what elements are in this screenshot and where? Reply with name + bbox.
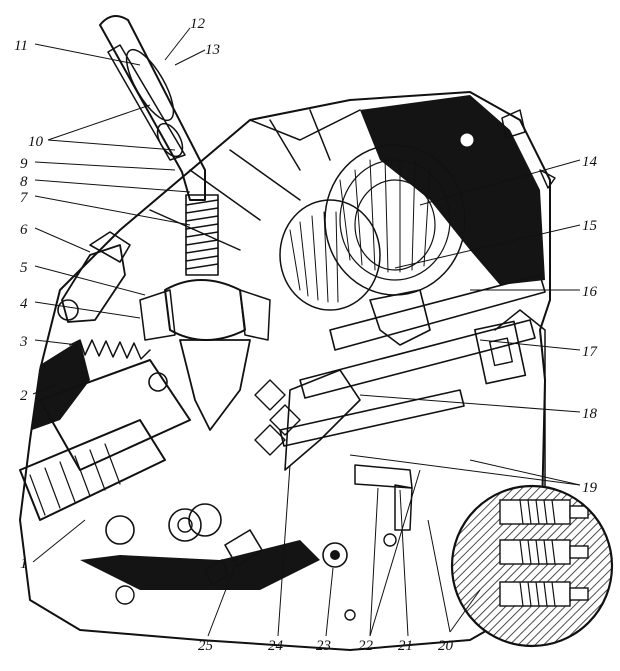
reverse-light-switch bbox=[57, 231, 131, 323]
sump-shadow bbox=[80, 540, 320, 590]
callout-23: 23 bbox=[316, 638, 331, 654]
leader-lines bbox=[32, 27, 581, 637]
callout-10: 10 bbox=[28, 134, 44, 150]
callout-20: 20 bbox=[438, 638, 454, 654]
callout-9: 9 bbox=[20, 156, 28, 172]
callout-14: 14 bbox=[582, 154, 598, 170]
shift-fork bbox=[369, 289, 431, 346]
callout-16: 16 bbox=[582, 284, 598, 300]
callout-8: 8 bbox=[20, 174, 28, 190]
housing-interior-shadow bbox=[360, 95, 545, 285]
callout-13: 13 bbox=[205, 42, 220, 58]
detent-inset-detail bbox=[450, 484, 614, 648]
callout-4: 4 bbox=[20, 296, 28, 312]
callout-1: 1 bbox=[20, 556, 28, 572]
callout-3: 3 bbox=[19, 334, 28, 350]
left-shadow bbox=[32, 340, 90, 430]
input-shaft bbox=[19, 359, 222, 545]
callout-24: 24 bbox=[268, 638, 284, 654]
callout-21: 21 bbox=[398, 638, 413, 654]
callout-25: 25 bbox=[198, 638, 214, 654]
callout-12: 12 bbox=[190, 16, 206, 32]
synchronizer-gear-assembly bbox=[279, 144, 466, 311]
callout-6: 6 bbox=[20, 222, 28, 238]
lower-detent-assembly bbox=[115, 464, 413, 621]
breather-icon bbox=[501, 109, 526, 139]
callout-17: 17 bbox=[582, 344, 599, 360]
shift-fork-lower bbox=[284, 369, 361, 471]
callout-18: 18 bbox=[582, 406, 598, 422]
gearbox-housing bbox=[19, 91, 556, 651]
lever-spring bbox=[185, 194, 219, 276]
callout-2: 2 bbox=[20, 388, 28, 404]
callout-5: 5 bbox=[20, 260, 28, 276]
callout-19: 19 bbox=[582, 480, 598, 496]
gear-lever bbox=[99, 15, 301, 456]
callout-11: 11 bbox=[14, 38, 28, 54]
callout-labels: 1 2 3 4 5 6 7 8 9 10 11 12 13 14 15 16 1… bbox=[14, 16, 599, 654]
shift-rods bbox=[279, 274, 546, 471]
callout-22: 22 bbox=[358, 638, 374, 654]
callout-15: 15 bbox=[582, 218, 598, 234]
callout-7: 7 bbox=[20, 190, 29, 206]
